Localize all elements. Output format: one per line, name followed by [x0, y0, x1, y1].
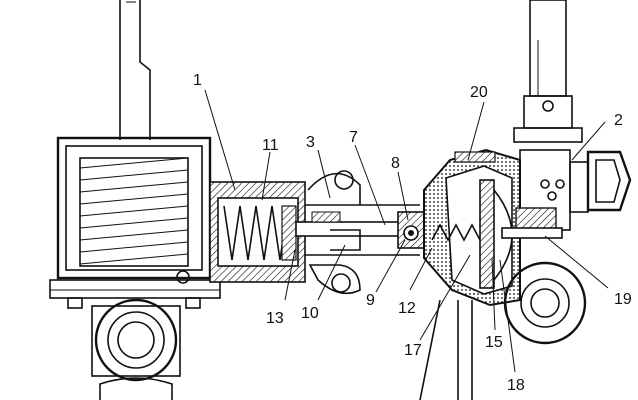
label-13: 13	[266, 310, 284, 327]
label-7: 7	[349, 129, 358, 146]
label-1: 1	[193, 72, 202, 89]
label-3: 3	[306, 134, 315, 151]
leader-lines	[204, 89, 609, 373]
label-11: 11	[262, 137, 279, 154]
label-19: 19	[614, 291, 632, 308]
label-18: 18	[507, 377, 525, 394]
outlet-section	[501, 149, 632, 239]
label-12: 12	[398, 300, 416, 317]
spring-housing	[209, 181, 306, 283]
left-stem	[119, 0, 151, 140]
label-8: 8	[391, 155, 400, 172]
label-2: 2	[614, 112, 623, 129]
bottom-right-fitting	[503, 261, 587, 345]
label-20: 20	[470, 84, 488, 101]
bottom-tube	[419, 299, 473, 400]
label-17: 17	[404, 342, 422, 359]
top-right-shaft	[513, 0, 583, 143]
bottom-left-fitting	[91, 298, 181, 400]
mounting-base	[49, 279, 221, 309]
label-10: 10	[301, 305, 319, 322]
part-labels: 1 11 3 7 8 20 2 13 10 9 12 17 15 18 19	[193, 72, 632, 394]
solenoid-coil	[56, 136, 212, 284]
plunger-8	[397, 211, 425, 249]
label-9: 9	[366, 292, 375, 309]
valve-body-right	[423, 148, 521, 307]
label-15: 15	[485, 334, 503, 351]
